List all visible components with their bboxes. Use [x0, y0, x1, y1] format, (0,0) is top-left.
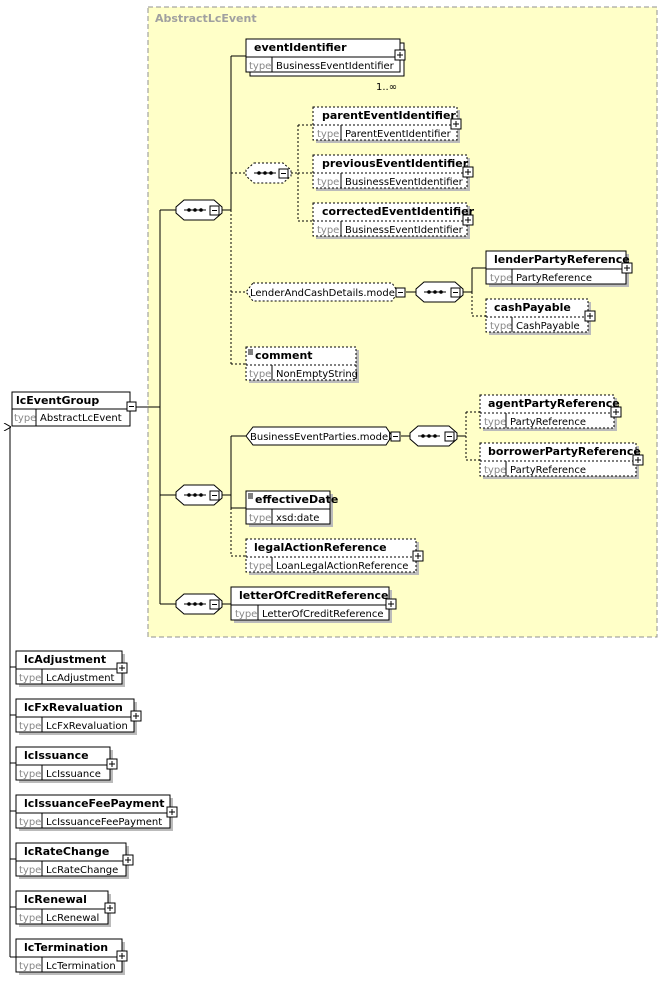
root-collapse-button[interactable] [126, 401, 137, 412]
element-previouseventidentifier[interactable]: previousEventIdentifier type BusinessEve… [312, 154, 474, 191]
derived-lcrenewal[interactable]: lcRenewal type LcRenewal [15, 890, 116, 927]
root-type-label: type [14, 413, 36, 424]
sequence-compositor-3[interactable] [175, 593, 223, 615]
choice-sequence-compositor[interactable] [245, 162, 292, 184]
type-label: type [19, 913, 41, 924]
element-letterofcreditreference[interactable]: letterOfCreditReference type LetterOfCre… [230, 586, 397, 623]
element-comment[interactable]: comment type NonEmptyString [245, 346, 359, 383]
lender-cash-model-ref[interactable]: LenderAndCashDetails.model [245, 282, 406, 302]
type-value: LoanLegalActionReference [276, 561, 408, 572]
element-name: lcFxRevaluation [24, 701, 123, 714]
element-borrowerpartyreference[interactable]: borrowerPartyReference type PartyReferen… [479, 442, 644, 479]
type-label: type [490, 273, 512, 284]
element-agentpartyreference[interactable]: agentPartyReference type PartyReference [479, 394, 622, 431]
sequence-compositor-1[interactable] [175, 199, 223, 221]
derived-lcissuance[interactable]: lcIssuance type LcIssuance [15, 746, 118, 783]
connector-lines [10, 55, 486, 958]
element-name: lcIssuance [24, 749, 89, 762]
element-name: correctedEventIdentifier [322, 205, 475, 218]
annotation-icon [248, 349, 253, 355]
element-name: parentEventIdentifier [322, 109, 456, 122]
type-label: type [249, 561, 271, 572]
type-value: PartyReference [516, 273, 592, 284]
type-label: type [317, 225, 339, 236]
type-label: type [317, 129, 339, 140]
type-label: type [484, 417, 506, 428]
type-value: LcTermination [46, 961, 116, 972]
element-name: lcRateChange [24, 845, 109, 858]
type-label: type [490, 321, 512, 332]
element-name: previousEventIdentifier [322, 157, 469, 170]
sequence-compositor-2[interactable] [175, 484, 223, 506]
element-name: lcIssuanceFeePayment [24, 797, 165, 810]
annotation-icon [248, 493, 253, 499]
element-name: lcTermination [24, 941, 108, 954]
lender-sequence-compositor[interactable] [415, 281, 464, 303]
element-name: legalActionReference [254, 541, 387, 554]
group-title: AbstractLcEvent [155, 12, 257, 25]
element-name: cashPayable [494, 301, 571, 314]
type-label: type [19, 961, 41, 972]
type-value: PartyReference [510, 417, 586, 428]
type-label: type [484, 465, 506, 476]
element-effectivedate[interactable]: effectiveDate type xsd:date [245, 490, 338, 527]
type-value: NonEmptyString [276, 369, 358, 380]
type-value: LcIssuance [46, 769, 101, 780]
type-value: LcRenewal [46, 913, 99, 924]
element-name: comment [255, 349, 313, 362]
type-value: BusinessEventIdentifier [276, 61, 395, 72]
element-name: eventIdentifier [254, 41, 347, 54]
root-element-box[interactable]: lcEventGroup type AbstractLcEvent [11, 391, 131, 427]
type-value: LcIssuanceFeePayment [46, 817, 162, 828]
type-label: type [317, 177, 339, 188]
root-type-value: AbstractLcEvent [40, 413, 122, 424]
type-label: type [249, 61, 271, 72]
element-name: lenderPartyReference [494, 253, 630, 266]
derived-lcratechange[interactable]: lcRateChange type LcRateChange [15, 842, 134, 879]
type-value: PartyReference [510, 465, 586, 476]
derived-lctermination[interactable]: lcTermination type LcTermination [15, 938, 128, 975]
type-label: type [19, 865, 41, 876]
type-value: LcRateChange [46, 865, 118, 876]
element-correctedeventidentifier[interactable]: correctedEventIdentifier type BusinessEv… [312, 202, 475, 239]
occurrence-label: 1..∞ [376, 82, 397, 93]
lender-cash-model-label: LenderAndCashDetails.model [250, 288, 398, 299]
type-value: xsd:date [276, 513, 319, 524]
type-value: BusinessEventIdentifier [345, 225, 464, 236]
derived-lcadjustment[interactable]: lcAdjustment type LcAdjustment [15, 650, 128, 687]
derived-lcfxrevaluation[interactable]: lcFxRevaluation type LcFxRevaluation [15, 698, 142, 735]
type-label: type [19, 817, 41, 828]
parties-sequence-compositor[interactable] [409, 425, 458, 447]
type-value: LcFxRevaluation [46, 721, 128, 732]
element-name: effectiveDate [255, 493, 338, 506]
type-value: CashPayable [516, 321, 580, 332]
element-name: agentPartyReference [488, 397, 620, 410]
type-value: BusinessEventIdentifier [345, 177, 464, 188]
element-cashpayable[interactable]: cashPayable type CashPayable [485, 298, 596, 335]
type-label: type [249, 369, 271, 380]
type-value: LetterOfCreditReference [262, 609, 383, 620]
type-label: type [19, 673, 41, 684]
element-lenderpartyreference[interactable]: lenderPartyReference type PartyReference [485, 250, 633, 287]
element-name: lcRenewal [24, 893, 87, 906]
type-label: type [19, 769, 41, 780]
element-eventidentifier[interactable]: eventIdentifier type BusinessEventIdenti… [245, 38, 406, 93]
element-parenteventidentifier[interactable]: parentEventIdentifier type ParentEventId… [312, 106, 462, 143]
business-parties-model-ref[interactable]: BusinessEventParties.model [245, 426, 401, 446]
root-element-name: lcEventGroup [16, 394, 99, 407]
type-label: type [235, 609, 257, 620]
type-value: ParentEventIdentifier [345, 129, 452, 140]
element-name: borrowerPartyReference [488, 445, 641, 458]
type-label: type [249, 513, 271, 524]
type-label: type [19, 721, 41, 732]
business-parties-model-label: BusinessEventParties.model [250, 432, 391, 443]
element-legalactionreference[interactable]: legalActionReference type LoanLegalActio… [245, 538, 424, 575]
type-value: LcAdjustment [46, 673, 115, 684]
element-name: lcAdjustment [24, 653, 106, 666]
element-name: letterOfCreditReference [239, 589, 389, 602]
derived-lcissuancefeepayment[interactable]: lcIssuanceFeePayment type LcIssuanceFeeP… [15, 794, 178, 831]
